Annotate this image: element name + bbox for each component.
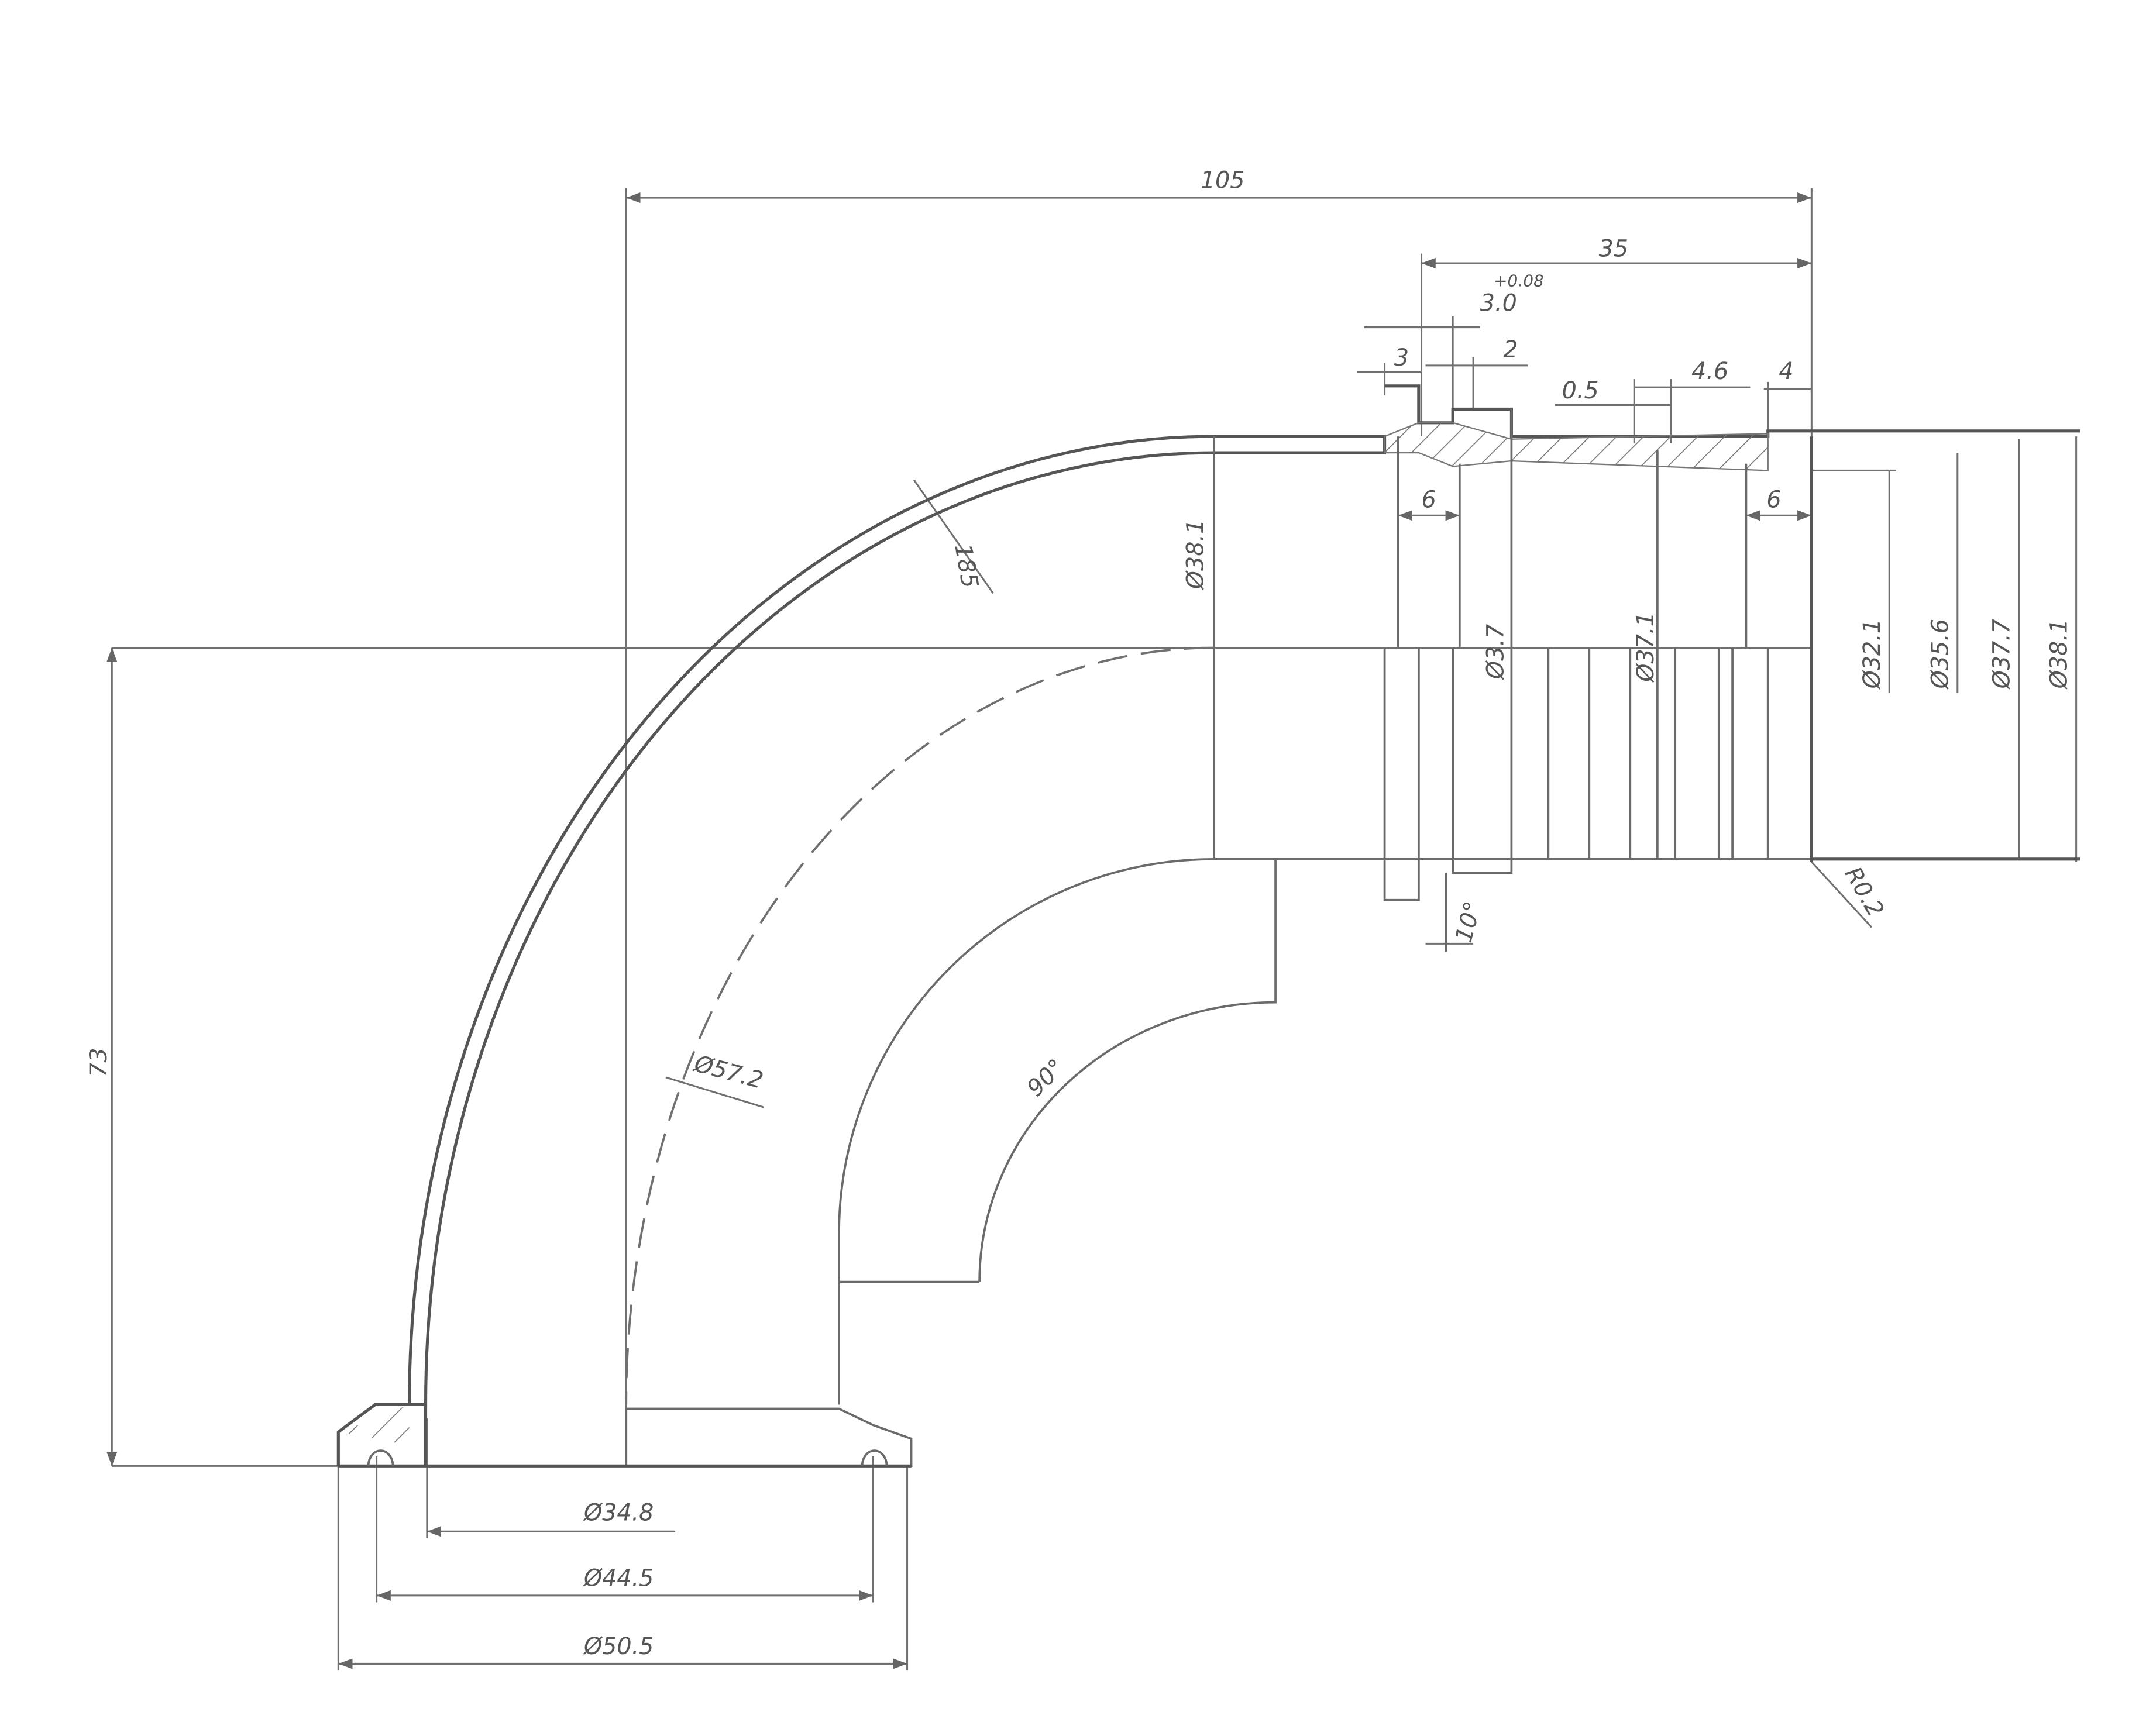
dim-6-right: 6 <box>1766 486 1781 513</box>
elbow-body <box>336 435 2080 1468</box>
dim-3-0: 3.0 <box>1480 290 1517 317</box>
extension-lines <box>112 188 1813 1671</box>
dim-dia-38-1-right: Ø38.1 <box>2045 619 2072 690</box>
dim-tolerance: +0.08 <box>1494 271 1544 291</box>
dim-10-deg: 10° <box>1450 898 1487 945</box>
dim-105: 105 <box>1201 167 1245 194</box>
dim-4-6: 4.6 <box>1691 358 1728 385</box>
dim-dia-32-1: Ø32.1 <box>1859 619 1886 690</box>
dim-0-5: 0.5 <box>1562 377 1599 404</box>
dim-dia-37-1: Ø37.1 <box>1632 612 1659 683</box>
dimension-lines <box>106 192 2078 1669</box>
dim-3: 3 <box>1394 345 1409 371</box>
dim-dia-35-6: Ø35.6 <box>1927 619 1954 690</box>
dim-6-left: 6 <box>1422 486 1436 513</box>
dim-dia-50-5: Ø50.5 <box>583 1633 654 1660</box>
dim-dia-44-5: Ø44.5 <box>583 1565 654 1592</box>
dim-dia-34-8: Ø34.8 <box>583 1500 654 1527</box>
dim-90-deg: 90° <box>1022 1054 1070 1102</box>
dim-dia-37-7: Ø37.7 <box>1988 619 2015 690</box>
dim-dia-38-1-left: Ø38.1 <box>1182 519 1209 590</box>
dim-4: 4 <box>1779 358 1793 385</box>
dim-dia-3-7: Ø3.7 <box>1482 624 1509 680</box>
dim-r0-2: R0.2 <box>1839 862 1889 921</box>
dim-2: 2 <box>1503 336 1518 363</box>
dim-35: 35 <box>1599 235 1628 262</box>
hose-barb-end <box>1383 384 2080 952</box>
dim-73: 73 <box>85 1048 112 1077</box>
dim-185: 185 <box>949 542 983 590</box>
